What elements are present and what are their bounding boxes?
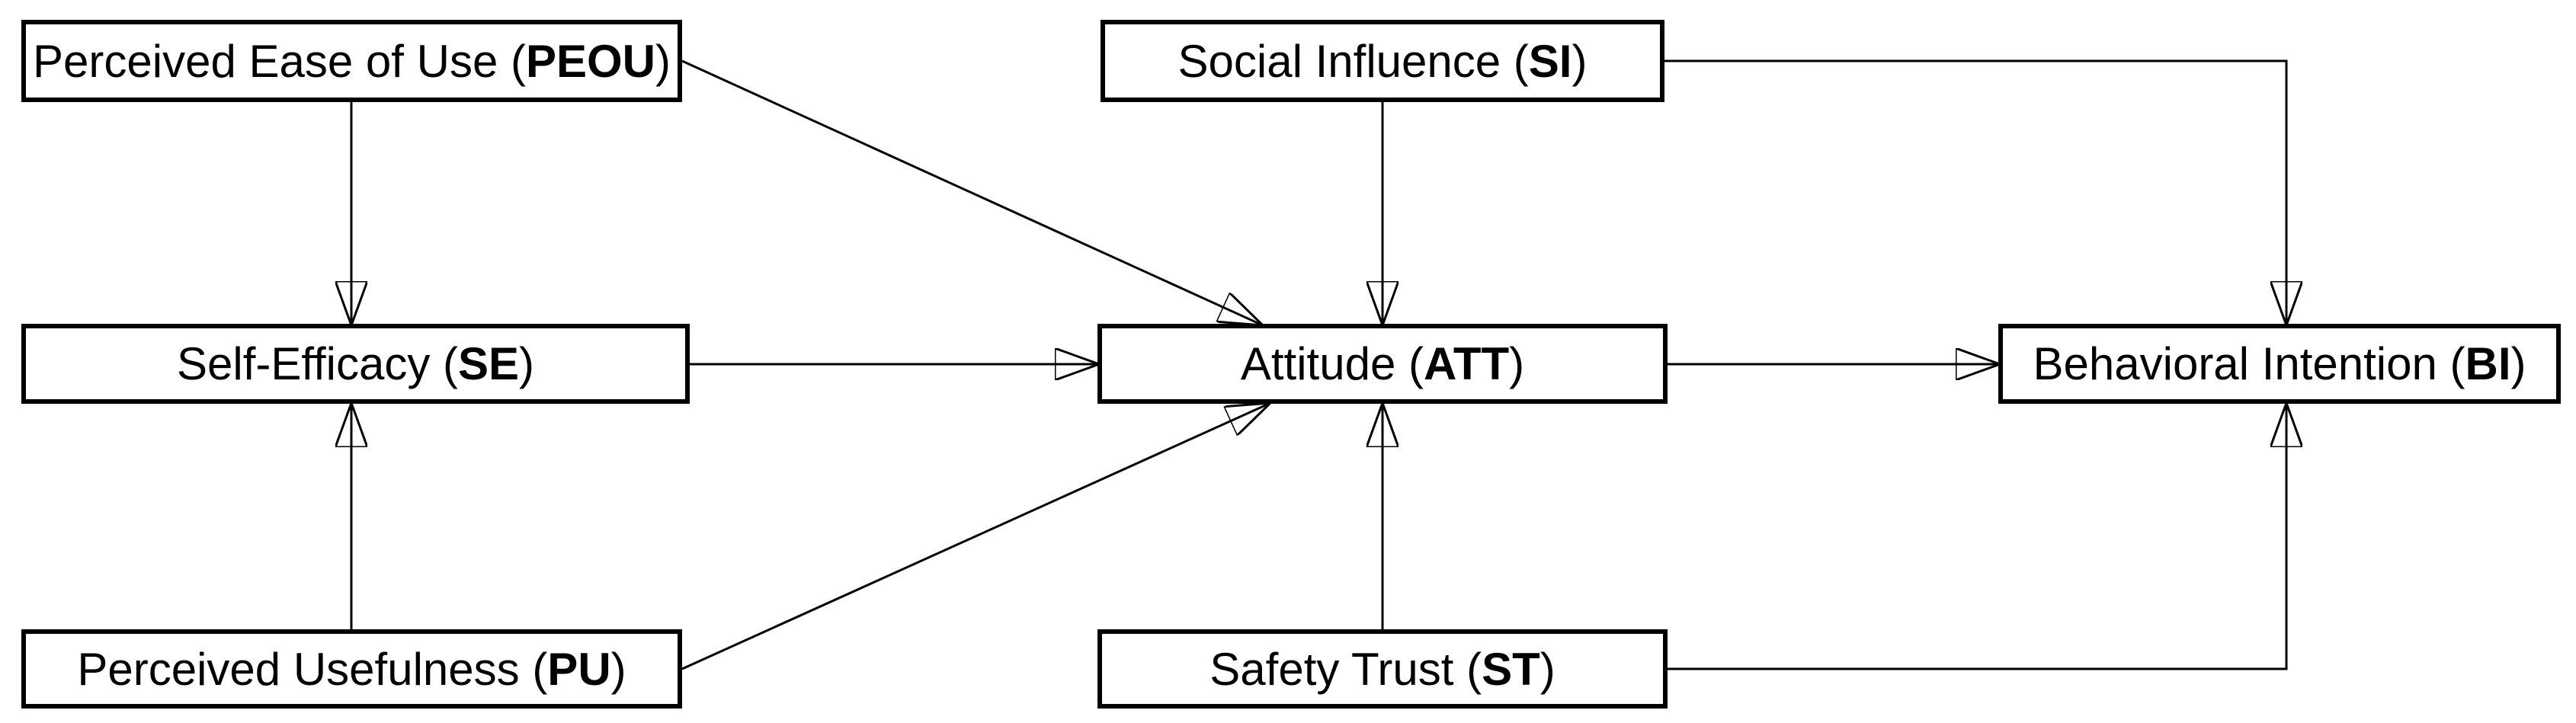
node-label: Self-Efficacy ( bbox=[176, 338, 458, 389]
node-attitude: Attitude ( ATT ) bbox=[1097, 324, 1668, 404]
node-label: Social Influence ( bbox=[1177, 35, 1529, 87]
node-label: Perceived Ease of Use ( bbox=[33, 35, 526, 87]
node-self-efficacy: Self-Efficacy ( SE ) bbox=[21, 324, 690, 404]
node-label: Safety Trust ( bbox=[1210, 643, 1482, 695]
node-label: ) bbox=[610, 643, 626, 695]
node-social-influence: Social Influence ( SI ) bbox=[1101, 20, 1664, 102]
node-label: ) bbox=[519, 338, 535, 389]
node-abbr: ST bbox=[1482, 643, 1540, 695]
node-abbr: PEOU bbox=[525, 35, 656, 87]
edge-st-to-bi-arrow bbox=[1668, 403, 2286, 670]
node-label: ) bbox=[1540, 643, 1556, 695]
node-safety-trust: Safety Trust ( ST ) bbox=[1097, 629, 1668, 709]
node-abbr: SE bbox=[457, 338, 520, 389]
node-label: Perceived Usefulness ( bbox=[77, 643, 548, 695]
node-label: Attitude ( bbox=[1240, 338, 1424, 389]
edge-si-to-bi-arrow bbox=[1664, 59, 2286, 325]
node-abbr: PU bbox=[547, 643, 611, 695]
node-label: ) bbox=[1572, 35, 1588, 87]
node-behavioral-intention: Behavioral Intention ( BI ) bbox=[1998, 324, 2561, 404]
node-label: ) bbox=[2510, 338, 2526, 389]
node-label: ) bbox=[1509, 338, 1525, 389]
node-abbr: SI bbox=[1528, 35, 1572, 87]
node-label: Behavioral Intention ( bbox=[2033, 338, 2465, 389]
node-perceived-ease-of-use: Perceived Ease of Use (PEOU) bbox=[21, 20, 682, 102]
node-perceived-usefulness: Perceived Usefulness ( PU ) bbox=[21, 629, 682, 709]
node-abbr: ATT bbox=[1423, 338, 1510, 389]
node-label: ) bbox=[655, 35, 671, 87]
node-abbr: BI bbox=[2465, 338, 2511, 389]
